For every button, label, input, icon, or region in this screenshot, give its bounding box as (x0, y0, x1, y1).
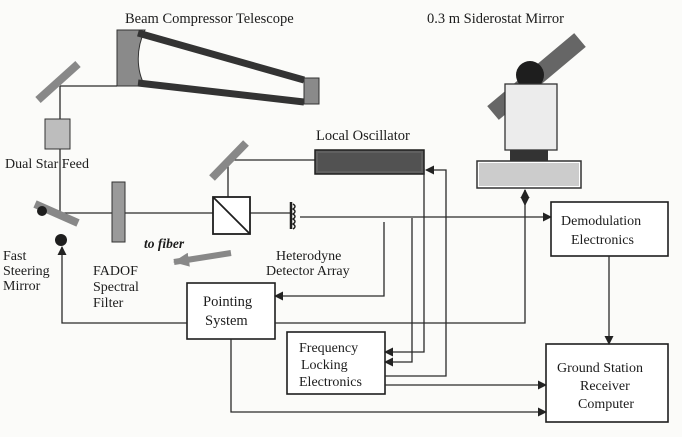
frequency-locking-label-line3: Electronics (299, 375, 362, 390)
local-oscillator-label: Local Oscillator (316, 128, 410, 144)
freq-to-lo-line (385, 165, 447, 377)
demodulation-label-line2: Electronics (571, 233, 634, 248)
detector-to-freq-line (384, 218, 413, 367)
dual-star-feed-element (44, 118, 71, 150)
fast-steering-label-line3: Mirror (3, 279, 41, 294)
pointing-to-fsm-line (57, 246, 187, 324)
siderostat-mirror (476, 33, 586, 189)
fadof-label-line3: Filter (93, 296, 124, 311)
ground-station-label-line1: Ground Station (557, 361, 643, 376)
frequency-locking-label-line1: Frequency (299, 341, 358, 356)
ground-station-label-line3: Computer (578, 397, 634, 412)
demodulation-label-line1: Demodulation (561, 214, 641, 229)
fadof-label-line1: FADOF (93, 264, 138, 279)
to-fiber-label: to fiber (144, 236, 185, 251)
to-fiber-arrow (173, 250, 232, 267)
ground-station-label-line2: Receiver (580, 379, 630, 394)
fast-steering-label-line1: Fast (3, 249, 26, 264)
feed-upper-mirror (35, 61, 81, 103)
fadof-filter-element (111, 181, 126, 243)
lo-fold-mirror (209, 140, 249, 181)
siderostat-label: 0.3 m Siderostat Mirror (427, 11, 564, 27)
ground-station-box (545, 343, 669, 423)
pointing-system-label-line1: Pointing (203, 294, 252, 310)
heterodyne-label-line1: Heterodyne (276, 249, 341, 264)
dual-star-feed-label: Dual Star Feed (5, 157, 89, 172)
local-oscillator-inner (318, 153, 421, 171)
demodulation-box (550, 201, 669, 257)
beam-compressor-label: Beam Compressor Telescope (125, 11, 294, 27)
lo-to-freq-line (384, 168, 425, 357)
heterodyne-label-line2: Detector Array (266, 264, 350, 279)
pointing-to-siderostat-line (275, 189, 530, 324)
pointing-system-box (186, 282, 276, 340)
heterodyne-detector-array (289, 202, 296, 230)
pointing-system-label-line2: System (205, 313, 248, 329)
fast-steering-mirror (33, 200, 80, 246)
beam-compressor-telescope (116, 29, 320, 106)
pointing-to-ground-line (230, 339, 547, 417)
beam-splitter-cube (212, 196, 251, 235)
detector-to-pointing-line (274, 222, 385, 301)
frequency-locking-label-line2: Locking (301, 358, 348, 373)
fadof-label-line2: Spectral (93, 280, 139, 295)
fast-steering-label-line2: Steering (3, 264, 50, 279)
